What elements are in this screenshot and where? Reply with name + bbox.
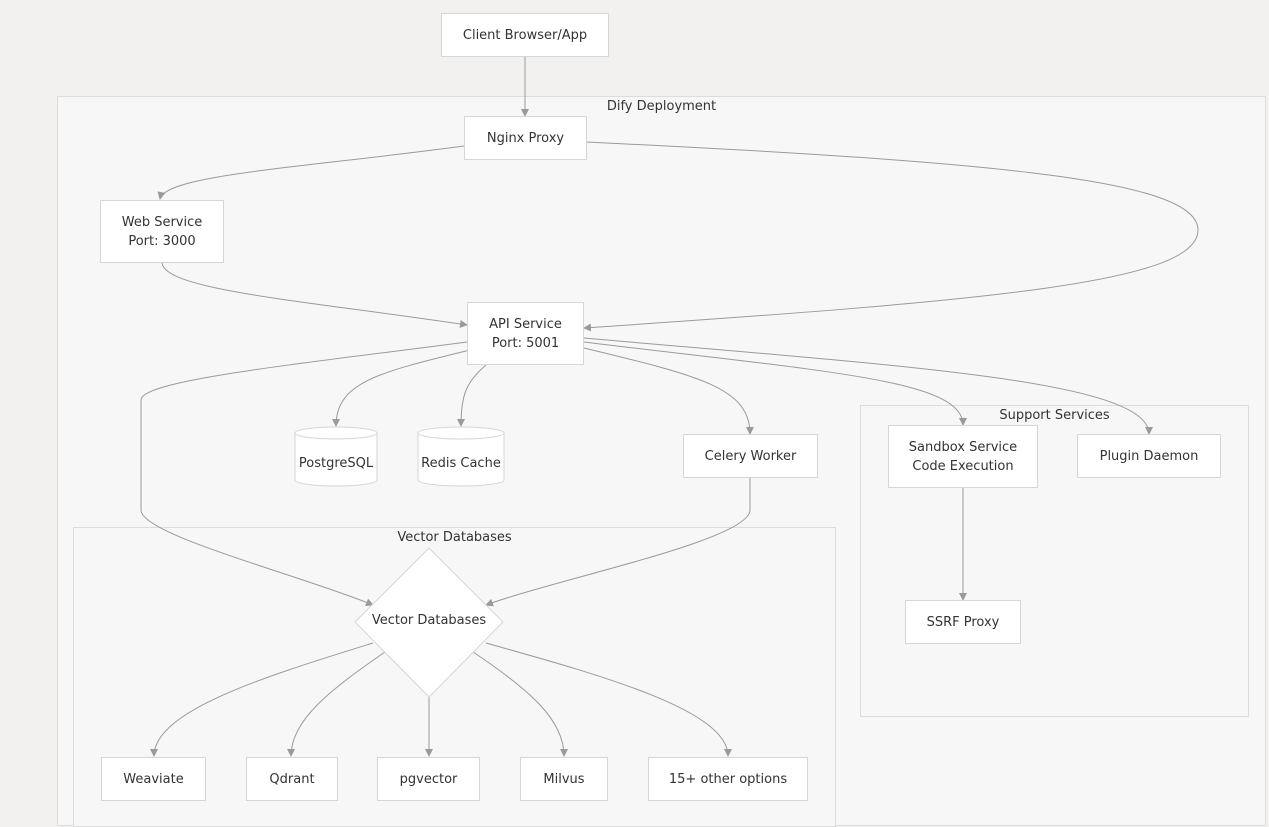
edge-api-postgres [332,349,471,427]
node-nginx-proxy[interactable]: Nginx Proxy [464,116,587,160]
node-other-options[interactable]: 15+ other options [648,757,808,801]
node-qdrant-label: Qdrant [269,771,315,787]
edge-vector-milvus [472,651,568,757]
edge-vector-qdrant [287,651,386,757]
node-client[interactable]: Client Browser/App [441,13,609,57]
cluster-label-support-services: Support Services [999,408,1110,423]
node-ssrf-proxy[interactable]: SSRF Proxy [905,600,1021,644]
node-pgvector-label: pgvector [399,771,458,787]
node-weaviate[interactable]: Weaviate [101,757,206,801]
node-others-label: 15+ other options [668,771,788,787]
node-qdrant[interactable]: Qdrant [246,757,338,801]
cluster-label-dify-deployment: Dify Deployment [606,99,717,114]
edge-nginx-api [583,141,1199,332]
node-postgres-label: PostgreSQL [298,456,374,471]
node-pgvector[interactable]: pgvector [377,757,480,801]
node-ssrf-label: SSRF Proxy [926,614,1000,630]
node-celery-label: Celery Worker [704,448,797,464]
node-weaviate-label: Weaviate [123,771,184,787]
node-web-service[interactable]: Web Service Port: 3000 [100,200,224,263]
edge-api-celery [583,347,754,435]
node-plugin-label: Plugin Daemon [1099,448,1199,464]
node-api-label: API Service Port: 5001 [489,316,562,351]
edge-api-vector [140,341,468,607]
node-plugin-daemon[interactable]: Plugin Daemon [1077,434,1221,478]
node-vector-databases[interactable]: Vector Databases [355,613,503,628]
edge-vector-weaviate [150,642,374,757]
node-web-label: Web Service Port: 3000 [121,214,203,249]
node-client-label: Client Browser/App [462,27,588,43]
node-postgresql[interactable]: PostgreSQL [295,456,377,471]
edge-api-sandbox [583,341,967,426]
node-sandbox-label: Sandbox Service Code Execution [908,439,1018,474]
edge-nginx-web [157,145,465,200]
node-milvus[interactable]: Milvus [520,757,608,801]
node-redis-cache[interactable]: Redis Cache [418,456,504,471]
node-vector-hub-label: Vector Databases [371,613,487,628]
node-sandbox-service[interactable]: Sandbox Service Code Execution [888,425,1038,488]
edge-vector-others [485,642,732,757]
redis-cylinder-shape [417,426,505,487]
edge-api-redis [457,364,487,427]
edge-celery-vector [485,478,751,607]
edge-web-api [161,261,468,328]
node-redis-label: Redis Cache [421,456,501,471]
edge-api-plugin [583,337,1153,435]
vector-hub-diamond-shape [354,547,504,698]
node-api-service[interactable]: API Service Port: 5001 [467,302,584,365]
node-nginx-label: Nginx Proxy [486,130,565,146]
cluster-label-vector-databases: Vector Databases [397,530,512,545]
node-milvus-label: Milvus [543,771,585,787]
node-celery-worker[interactable]: Celery Worker [683,434,818,478]
postgres-cylinder-shape [294,426,378,487]
